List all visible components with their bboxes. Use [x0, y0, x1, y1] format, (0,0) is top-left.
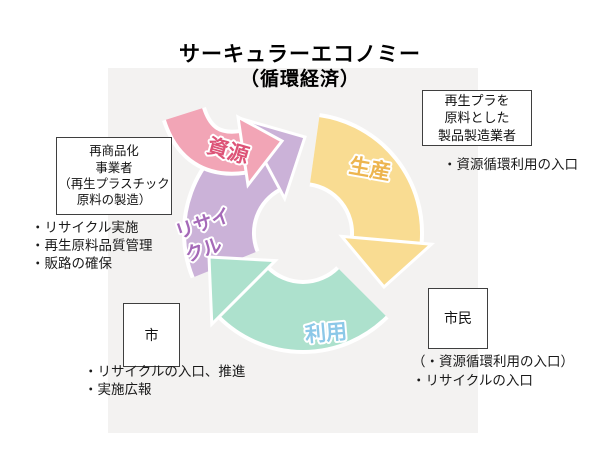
- page-subtitle: （循環経済）: [239, 69, 360, 90]
- recycler-box-line: 事業者: [95, 160, 133, 175]
- manufacturer-box-line: 製品製造業者: [437, 127, 516, 143]
- recycler-box-line: 原料の製造）: [76, 193, 152, 208]
- manufacturer-box: 再生プラを 原料とした 製品製造業者: [422, 90, 532, 146]
- manufacturer-bullets: ・資源循環利用の入口: [443, 156, 578, 174]
- recycler-box: 再商品化 事業者 （再生プラスチック 原料の製造）: [56, 137, 172, 215]
- use-label: 利用: [304, 320, 348, 347]
- bullet-item: ・再生原料品質管理: [31, 238, 153, 253]
- manufacturer-box-line: 原料とした: [444, 110, 510, 126]
- citizen-box-line: 市民: [444, 310, 472, 327]
- city-box: 市: [123, 303, 180, 367]
- resources-arrowhead-icon: [236, 114, 285, 189]
- production-arc: [308, 117, 420, 244]
- recycler-bullets: ・リサイクル実施 ・再生原料品質管理 ・販路の確保: [31, 219, 153, 273]
- citizen-bullets: （・資源循環利用の入口） ・リサイクルの入口: [412, 352, 574, 390]
- bullet-item: ・実施広報: [84, 382, 152, 397]
- use-arc: [220, 268, 386, 350]
- recycler-box-line: 再商品化: [89, 144, 139, 159]
- production-arrowhead-icon: [338, 234, 436, 290]
- page-title: サーキュラーエコノミー: [179, 43, 421, 66]
- bullet-item: ・販路の確保: [31, 256, 112, 271]
- manufacturer-box-line: 再生プラを: [444, 93, 510, 109]
- resources-arrow-band: [165, 107, 245, 172]
- citizen-box: 市民: [428, 288, 488, 349]
- bullet-item: ・リサイクルの入口、推進: [84, 364, 246, 379]
- city-box-line: 市: [144, 326, 159, 343]
- bullet-item: ・資源循環利用の入口: [443, 157, 578, 172]
- bullet-item: ・リサイクル実施: [31, 220, 139, 235]
- use-arrowhead-icon: [207, 255, 279, 328]
- recycler-box-line: （再生プラスチック: [58, 177, 170, 191]
- city-bullets: ・リサイクルの入口、推進 ・実施広報: [84, 363, 245, 399]
- bullet-item: ・リサイクルの入口: [412, 373, 533, 388]
- bullet-item: （・資源循環利用の入口）: [412, 354, 574, 369]
